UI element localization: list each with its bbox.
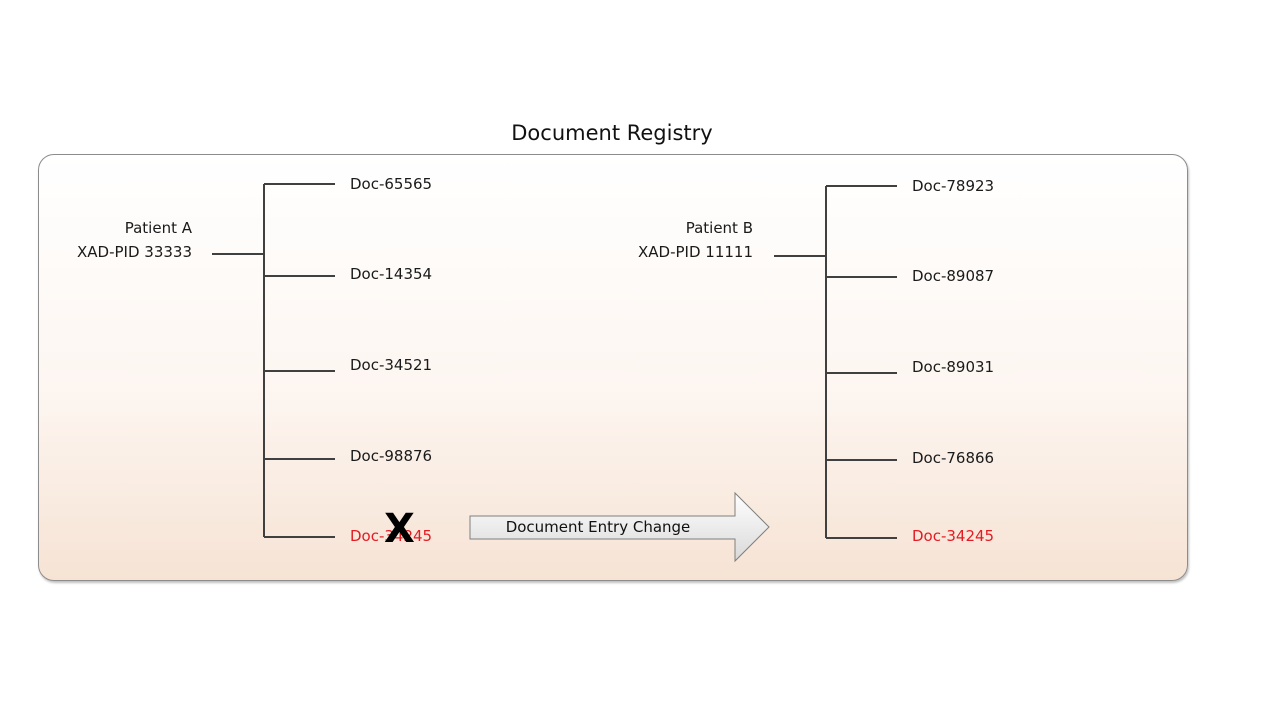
patient-b-doc: Doc-89087 bbox=[912, 267, 995, 285]
registry-container bbox=[38, 154, 1188, 581]
arrow-label: Document Entry Change bbox=[505, 518, 691, 536]
patient-a-doc: Doc-98876 bbox=[350, 447, 433, 465]
patient-b-doc: Doc-76866 bbox=[912, 449, 995, 467]
diagram-title: Document Registry bbox=[511, 121, 713, 145]
patient-a-doc: Doc-65565 bbox=[350, 175, 433, 193]
patient-a-name: Patient A bbox=[124, 219, 192, 237]
patient-b-name: Patient B bbox=[685, 219, 753, 237]
removed-x-mark: X bbox=[384, 506, 415, 552]
document-entry-change-arrow bbox=[469, 491, 770, 563]
patient-a-doc: Doc-14354 bbox=[350, 265, 433, 283]
patient-b-doc: Doc-78923 bbox=[912, 177, 995, 195]
patient-a-doc-removed: Doc-34245 bbox=[350, 527, 433, 545]
patient-b-pid: XAD-PID 11111 bbox=[637, 243, 753, 261]
patient-b-doc-moved: Doc-34245 bbox=[912, 527, 995, 545]
patient-a-pid: XAD-PID 33333 bbox=[76, 243, 192, 261]
patient-b-doc: Doc-89031 bbox=[912, 358, 995, 376]
patient-a-doc: Doc-34521 bbox=[350, 356, 433, 374]
